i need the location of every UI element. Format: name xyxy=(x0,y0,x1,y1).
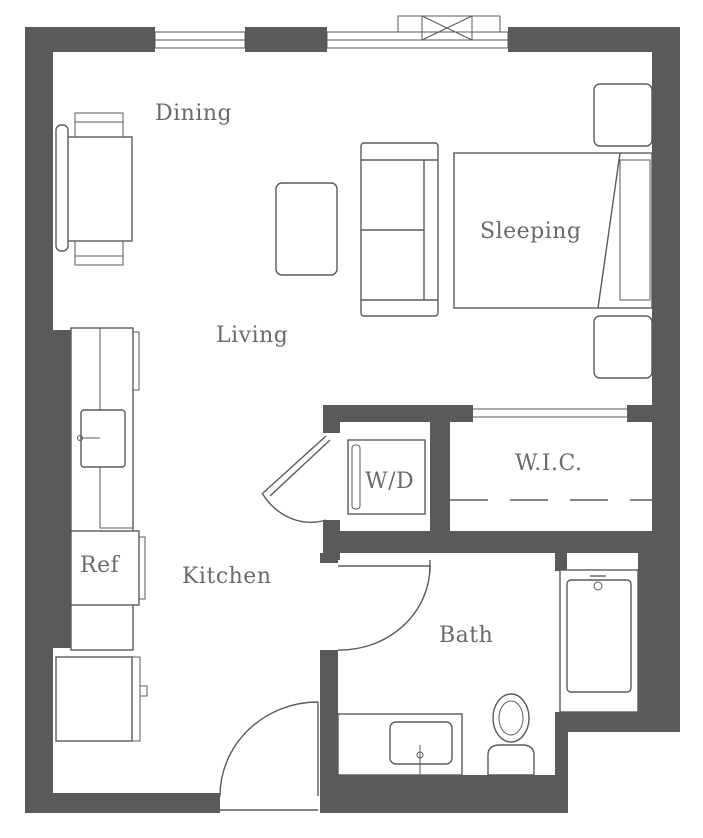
interior-walls xyxy=(53,330,652,813)
bed xyxy=(453,83,653,379)
living-label: Living xyxy=(216,323,288,348)
kitchen-label: Kitchen xyxy=(182,564,272,589)
kitchen-counter xyxy=(55,327,148,742)
bathtub xyxy=(559,569,639,713)
ref-label: Ref xyxy=(80,553,121,578)
dining-label: Dining xyxy=(155,101,232,126)
washer-dryer xyxy=(347,439,426,515)
wic-label: W.I.C. xyxy=(515,451,583,476)
sleeping-label: Sleeping xyxy=(480,219,582,244)
wd-label: W/D xyxy=(365,469,414,494)
exterior-walls xyxy=(25,27,680,813)
vanity xyxy=(337,713,463,776)
doors xyxy=(219,435,431,811)
ottoman xyxy=(275,182,338,276)
windows xyxy=(154,15,649,51)
bath-label: Bath xyxy=(439,623,493,648)
dining-table xyxy=(55,112,133,266)
sofa xyxy=(360,142,439,317)
toilet xyxy=(487,693,535,776)
